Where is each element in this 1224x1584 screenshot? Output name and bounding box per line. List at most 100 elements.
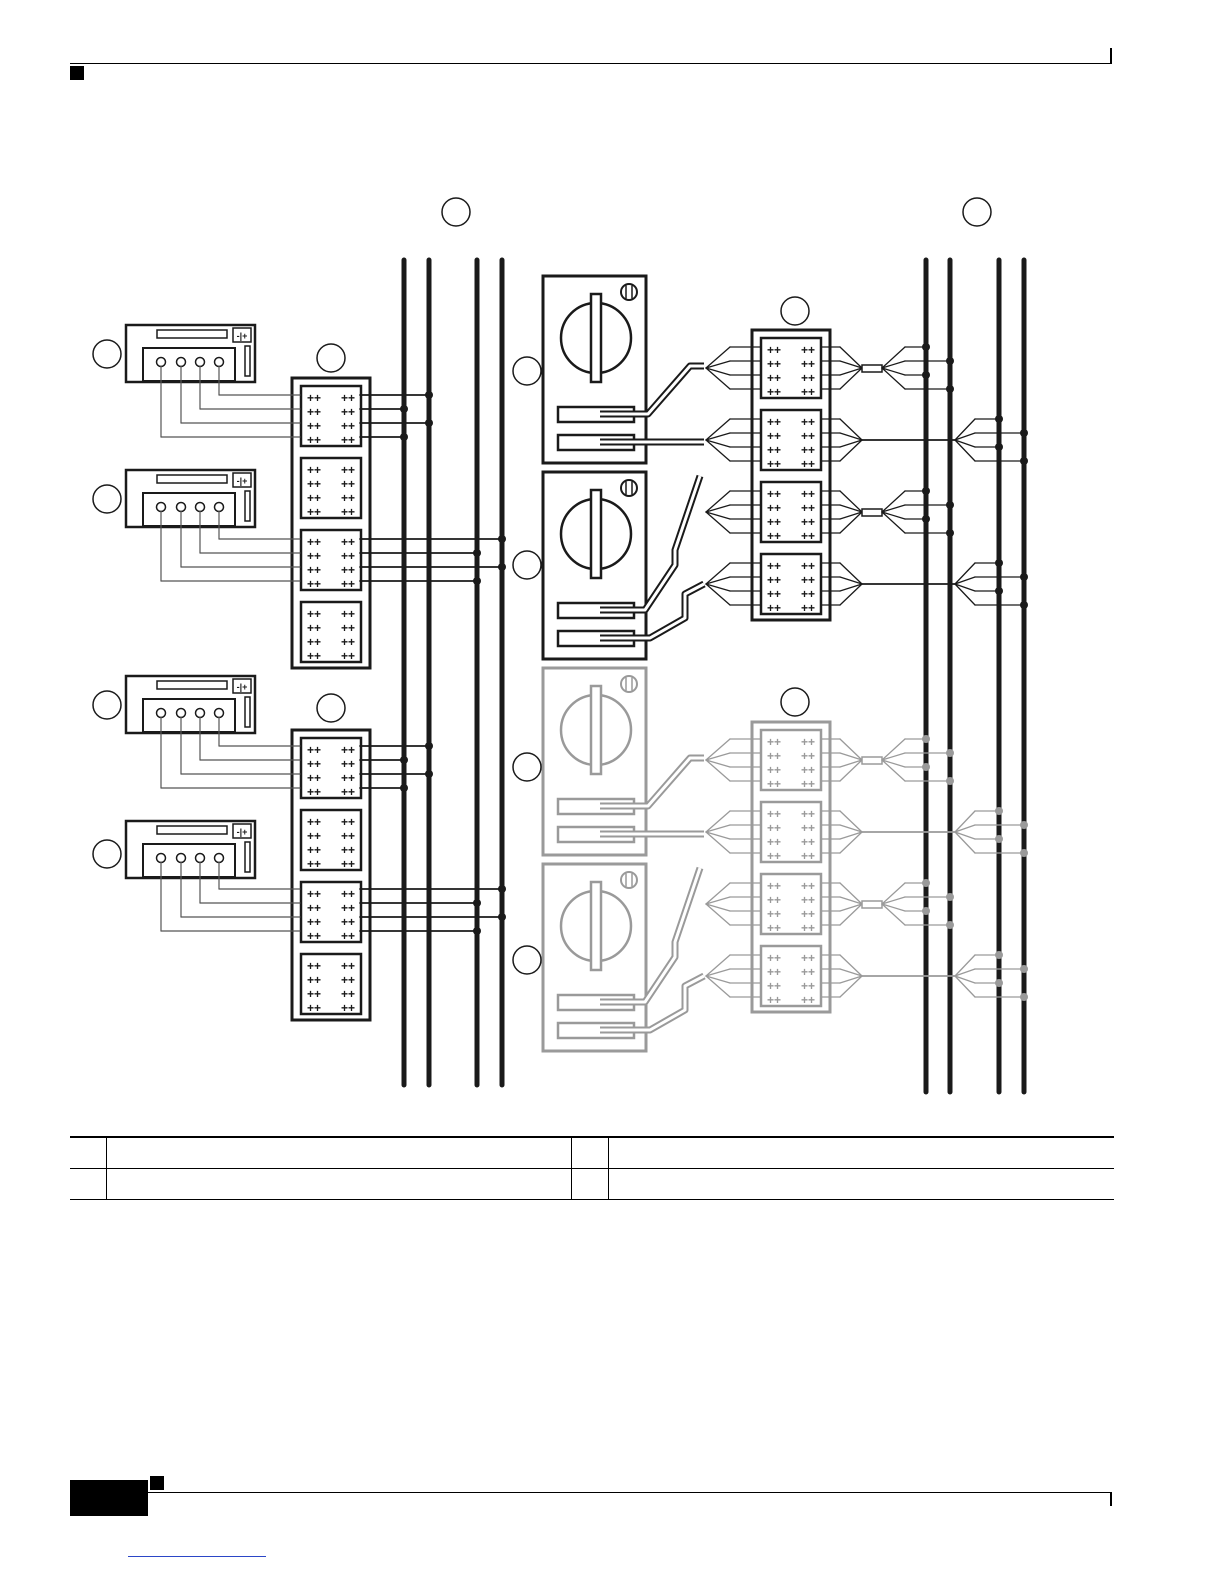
- connector-pin-glyph: ++: [801, 559, 815, 573]
- callout-circle: [316, 343, 346, 373]
- connector-pin-glyph: ++: [767, 965, 781, 979]
- fanout-wiring: [705, 735, 954, 785]
- bus-junction: [1020, 821, 1028, 829]
- connector-pin-glyph: ++: [341, 915, 355, 929]
- connector-pin-glyph: ++: [341, 491, 355, 505]
- breaker-cable: [600, 866, 704, 1006]
- connector-block: [759, 408, 823, 472]
- connector-pin-glyph: ++: [307, 929, 321, 943]
- callout: [441, 197, 471, 227]
- terminal-screw: [155, 707, 167, 719]
- power-supply-handle: [156, 680, 228, 690]
- connector-pin-glyph: ++: [307, 987, 321, 1001]
- breaker-handle: [589, 684, 603, 776]
- fanout-wire-in: [705, 831, 731, 840]
- connector-pin-glyph: ++: [767, 777, 781, 791]
- callout: [512, 550, 542, 580]
- fanout-wire-bus: [954, 831, 976, 840]
- bus-junction: [995, 587, 1003, 595]
- connector-pin-glyph: ++: [801, 735, 815, 749]
- connector-pin-glyph: ++: [341, 757, 355, 771]
- connector-block: [759, 800, 823, 864]
- breaker-panel: [541, 862, 648, 1053]
- connector-block: [759, 552, 823, 616]
- connector-pin-glyph: ++: [767, 979, 781, 993]
- fanout-wire-in: [705, 490, 731, 513]
- connector-pin-glyph: ++: [801, 601, 815, 615]
- connector-pin-glyph: ++: [307, 405, 321, 419]
- connector-pin-glyph: ++: [767, 385, 781, 399]
- breaker-screw: [620, 283, 638, 301]
- fanout-wire-bus: [954, 583, 976, 592]
- bus-junction: [995, 979, 1003, 987]
- connector-pin-glyph: ++: [801, 385, 815, 399]
- fanout-wiring: [705, 879, 954, 929]
- bus-junction: [1020, 457, 1028, 465]
- power-switch: [232, 472, 252, 488]
- bus-junction: [995, 835, 1003, 843]
- connector-pin-glyph: ++: [341, 959, 355, 973]
- connector-pin-glyph: ++: [341, 973, 355, 987]
- connector-pin-glyph: ++: [307, 433, 321, 447]
- breaker-panel: [541, 470, 648, 661]
- fanout-wire-bus: [954, 432, 976, 441]
- fanout-wire-in: [705, 831, 731, 854]
- bus-junction: [473, 899, 481, 907]
- fanout-wire-bus: [954, 810, 976, 833]
- connector-pin-glyph: ++: [341, 607, 355, 621]
- fanout-wire-bus: [954, 576, 976, 585]
- fanout-wire-out: [839, 490, 863, 513]
- fanout-wire-bus: [881, 511, 906, 534]
- bus-junction: [946, 921, 954, 929]
- connector-pin-glyph: ++: [307, 621, 321, 635]
- fanout-wiring: [705, 807, 1028, 857]
- fanout-wire-in: [705, 824, 731, 833]
- fanout-wire-bus: [954, 968, 976, 977]
- breaker-cable-core: [600, 756, 704, 808]
- breaker-cable-core: [600, 475, 702, 612]
- bus-junction: [995, 415, 1003, 423]
- connector-pin-glyph: ++: [307, 959, 321, 973]
- bus-junction: [1020, 965, 1028, 973]
- power-supply-handle: [156, 329, 228, 339]
- connector-module-frame: [750, 328, 832, 622]
- connector-pin-glyph: ++: [767, 343, 781, 357]
- bus-junction: [922, 343, 930, 351]
- connector-pin-glyph: ++: [307, 535, 321, 549]
- connector-pin-glyph: ++: [767, 601, 781, 615]
- footer-link-underline[interactable]: [128, 1556, 266, 1557]
- connector-pin-glyph: ++: [767, 735, 781, 749]
- bus-junction: [1020, 429, 1028, 437]
- bus-bars-right: [923, 257, 1027, 1095]
- connector-pin-glyph: ++: [801, 835, 815, 849]
- connector-pin-glyph: ++: [767, 921, 781, 935]
- connector-pin-glyph: ++: [341, 433, 355, 447]
- connector-pin-glyph: ++: [767, 371, 781, 385]
- power-supply-terminal-block: [142, 347, 236, 382]
- fanout-wire-in: [705, 367, 731, 376]
- breaker-cable-core: [600, 974, 705, 1032]
- connector-pin-glyph: ++: [307, 549, 321, 563]
- connector-block: [299, 384, 363, 448]
- breaker-panel-body: [541, 470, 648, 661]
- connector-pin-glyph: ++: [801, 501, 815, 515]
- callout-circle: [441, 197, 471, 227]
- callout: [92, 690, 122, 720]
- connector-pin-glyph: ++: [341, 887, 355, 901]
- footer-mark: [150, 1476, 164, 1490]
- connector-pin-glyph: ++: [307, 973, 321, 987]
- connector-pin-glyph: ++: [341, 785, 355, 799]
- fanout-wire-out: [839, 882, 863, 905]
- fanout-wire-bus: [881, 752, 906, 761]
- callout: [962, 197, 992, 227]
- connector-module-frame: [290, 376, 372, 670]
- terminal-screw: [175, 852, 187, 864]
- connector-pin-glyph: ++: [801, 777, 815, 791]
- connector-modules: ++++++++++++++++++++++++++++++++++++++++…: [290, 328, 832, 1022]
- bus-junction: [922, 879, 930, 887]
- connector-pin-glyph: ++: [767, 907, 781, 921]
- connector-pin-glyph: ++: [307, 887, 321, 901]
- fanout-wire-out: [839, 831, 863, 840]
- fanout-wire-out: [839, 954, 863, 977]
- callout-circle: [780, 687, 810, 717]
